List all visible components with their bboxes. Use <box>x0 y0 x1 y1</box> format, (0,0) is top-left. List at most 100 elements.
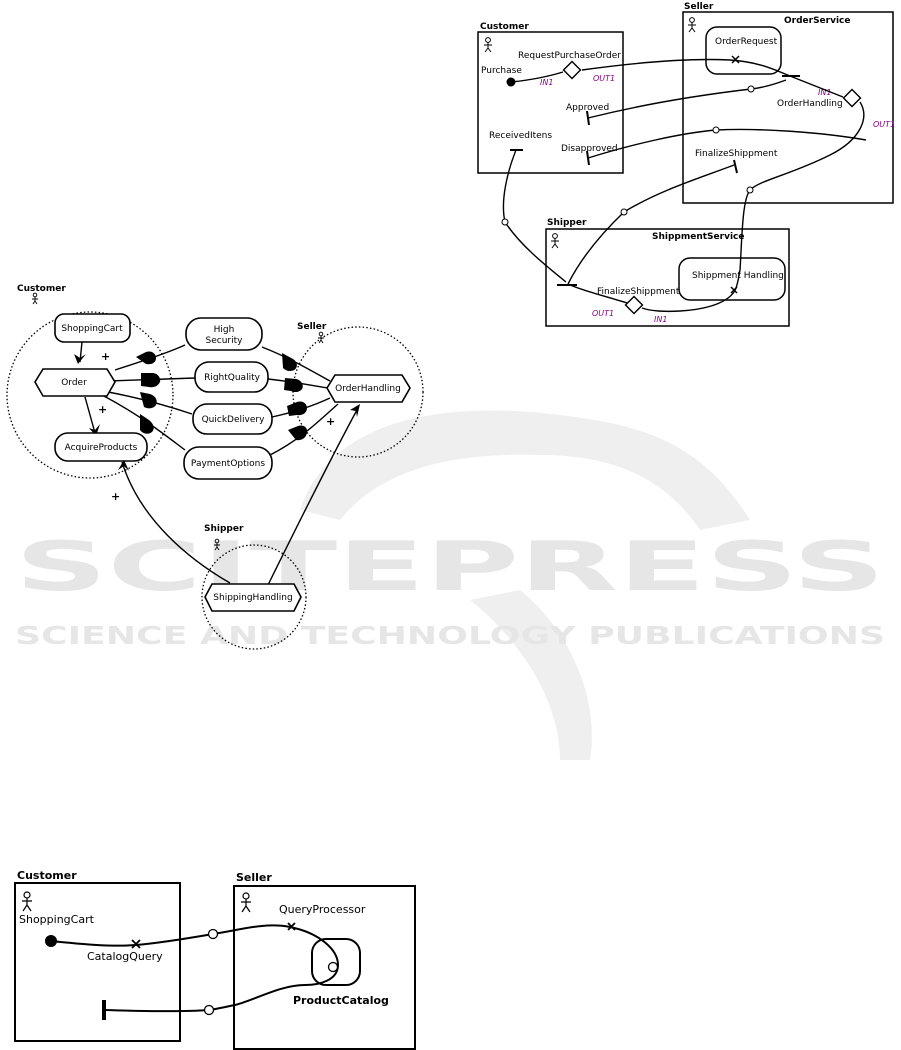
contribution-order-acquire: + <box>98 403 107 416</box>
customer-actor-icon-bottom <box>22 891 32 912</box>
stub-finalize-shippment <box>624 295 644 315</box>
customer-title-bottom: Customer <box>17 869 77 882</box>
order-handling-task <box>326 374 411 403</box>
right-quality-softgoal <box>194 361 269 393</box>
dep-security-orderhandling <box>261 346 331 382</box>
high-security-label-2: Security <box>206 336 244 346</box>
end-approved <box>586 110 590 126</box>
acquire-products-goal <box>54 432 148 462</box>
acquire-products-goal-label: AcquireProducts <box>65 443 138 453</box>
end-finalize-seller <box>733 159 738 174</box>
customer-actor-icon-mid <box>32 292 38 305</box>
product-catalog-label: ProductCatalog <box>293 994 389 1007</box>
wait-point-bottom-2 <box>327 961 339 973</box>
path-purchase <box>511 71 564 83</box>
watermark-sub: SCIENCE AND TECHNOLOGY PUBLICATIONS <box>15 621 885 650</box>
payment-options-label: PaymentOptions <box>191 459 265 469</box>
path-to-shipment <box>733 101 865 293</box>
arrowhead-order-acquire <box>89 424 100 436</box>
order-handling-label: OrderHandling <box>777 99 843 109</box>
shipper-title: Shipper <box>547 218 587 228</box>
customer-box-bottom <box>14 882 181 1042</box>
dependum-payment-options <box>140 414 154 434</box>
catalog-query-label: CatalogQuery <box>87 950 163 963</box>
wait-point-received <box>501 218 509 226</box>
wait-point-bottom-3 <box>203 1004 215 1016</box>
responsibility-query-processor <box>287 922 296 931</box>
shipper-actor-icon-mid <box>214 538 220 551</box>
path-received <box>502 149 567 283</box>
seller-title: Seller <box>684 2 714 12</box>
approved-label: Approved <box>566 103 609 113</box>
port-out1-seller: OUT1 <box>873 120 895 129</box>
bottom-diagram: Customer ShoppingCart CatalogQuery Selle… <box>14 869 416 1050</box>
high-security-softgoal <box>185 317 263 351</box>
finalize-shippment-shipper-label: FinalizeShippment <box>597 287 680 297</box>
top-diagram: Customer Seller OrderService OrderReques… <box>477 2 895 327</box>
seller-boundary <box>292 326 424 458</box>
shippment-handling-stub <box>678 257 786 301</box>
path-request <box>581 58 791 77</box>
shipper-boundary <box>201 544 307 650</box>
end-disapproved <box>586 150 590 166</box>
order-service-label: OrderService <box>784 16 851 26</box>
dep-payment-orderhandling <box>269 403 339 456</box>
finalize-shippment-seller-label: FinalizeShippment <box>695 149 778 159</box>
path-to-order-handling <box>789 75 844 98</box>
customer-boundary <box>6 311 174 479</box>
right-quality-label: RightQuality <box>204 373 261 383</box>
received-itens-label: ReceivedItens <box>489 131 552 141</box>
wait-point-disapproved <box>712 126 720 134</box>
stub-request-purchase <box>562 60 582 80</box>
middle-diagram: Customer Seller Shipper <box>6 284 424 650</box>
disapproved-label: Disapproved <box>561 144 618 154</box>
quick-delivery-softgoal <box>192 403 273 435</box>
dep-shipping-acquire <box>121 461 231 584</box>
wait-point-approved <box>747 85 755 93</box>
seller-actor-title: Seller <box>297 322 327 332</box>
port-out1-shipper: OUT1 <box>592 309 614 318</box>
stub-order-handling <box>842 88 862 108</box>
shippment-service-label: ShippmentService <box>652 232 744 242</box>
port-in1-seller: IN1 <box>818 88 831 97</box>
port-in1-shipper: IN1 <box>654 315 667 324</box>
shopping-cart-label: ShoppingCart <box>19 913 95 926</box>
shippment-handling-label: Shippment Handling <box>692 271 784 281</box>
request-purchase-order-label: RequestPurchaseOrder <box>518 51 621 61</box>
seller-actor-icon-mid <box>318 331 324 344</box>
port-in1-customer: IN1 <box>540 78 553 87</box>
dependum-quality-seller <box>284 378 303 393</box>
order-task-label: Order <box>61 378 87 388</box>
dependum-delivery-seller <box>287 401 307 416</box>
seller-box <box>682 11 894 204</box>
product-catalog-stub <box>311 938 361 986</box>
seller-actor-icon <box>688 17 696 33</box>
shopping-cart-goal-label: ShoppingCart <box>61 324 123 334</box>
seller-box-bottom <box>233 885 416 1050</box>
shopping-cart-goal <box>54 313 131 343</box>
start-point-purchase <box>506 77 516 87</box>
quick-delivery-label: QuickDelivery <box>202 415 265 425</box>
shipper-actor-icon <box>551 233 559 249</box>
payment-options-softgoal <box>183 446 273 480</box>
port-out1-customer: OUT1 <box>593 74 615 83</box>
customer-actor-icon <box>484 37 492 53</box>
dependum-security-seller <box>282 353 297 372</box>
dependum-right-quality <box>141 373 161 388</box>
customer-actor-title: Customer <box>17 284 66 294</box>
seller-title-bottom: Seller <box>236 871 272 884</box>
path-shipment-in <box>641 291 735 313</box>
purchase-label: Purchase <box>481 66 522 76</box>
dependum-quick-delivery <box>140 392 157 409</box>
arrowhead-shipping-acquire <box>118 460 129 471</box>
customer-box <box>477 31 624 174</box>
order-request-label: OrderRequest <box>715 37 778 47</box>
responsibility-catalog-query <box>131 939 141 949</box>
wait-point-finalize <box>620 208 628 216</box>
contrib-order-acquire <box>84 396 96 434</box>
order-task <box>34 368 116 397</box>
arrowhead-shipping-orderhandling <box>350 404 360 417</box>
wait-point-bottom-1 <box>207 928 219 940</box>
query-processor-label: QueryProcessor <box>279 903 366 916</box>
